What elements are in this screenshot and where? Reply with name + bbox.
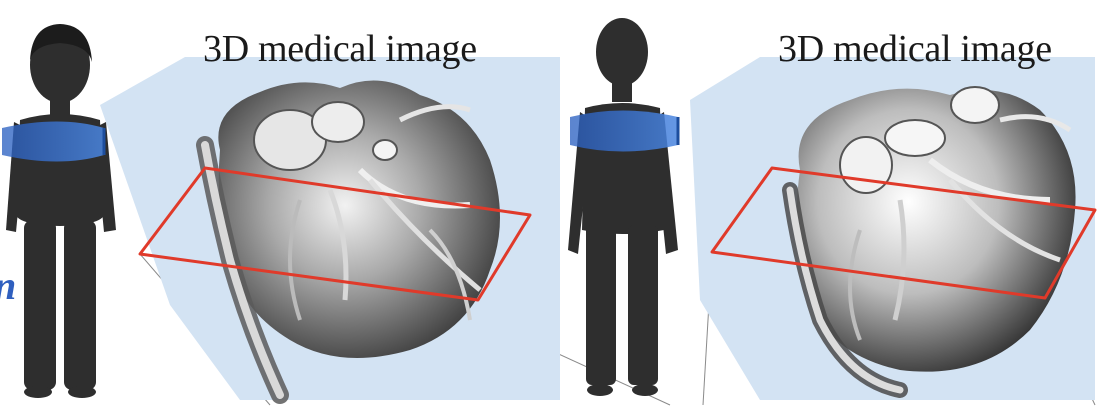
scan-band-right [570,110,680,152]
edge-text: n [0,262,16,309]
right-panel [568,18,1097,406]
left-panel [2,24,671,406]
heart-volume-icon [196,80,501,404]
slice-plane-right [710,166,1097,300]
panel-caption-right: 3D medical image [778,28,1052,70]
panel-caption-left: 3D medical image [203,28,477,70]
scan-band-left [2,121,106,162]
female-figure-icon [6,24,116,398]
male-figure-icon [568,18,678,396]
slice-plane-left [138,166,532,302]
